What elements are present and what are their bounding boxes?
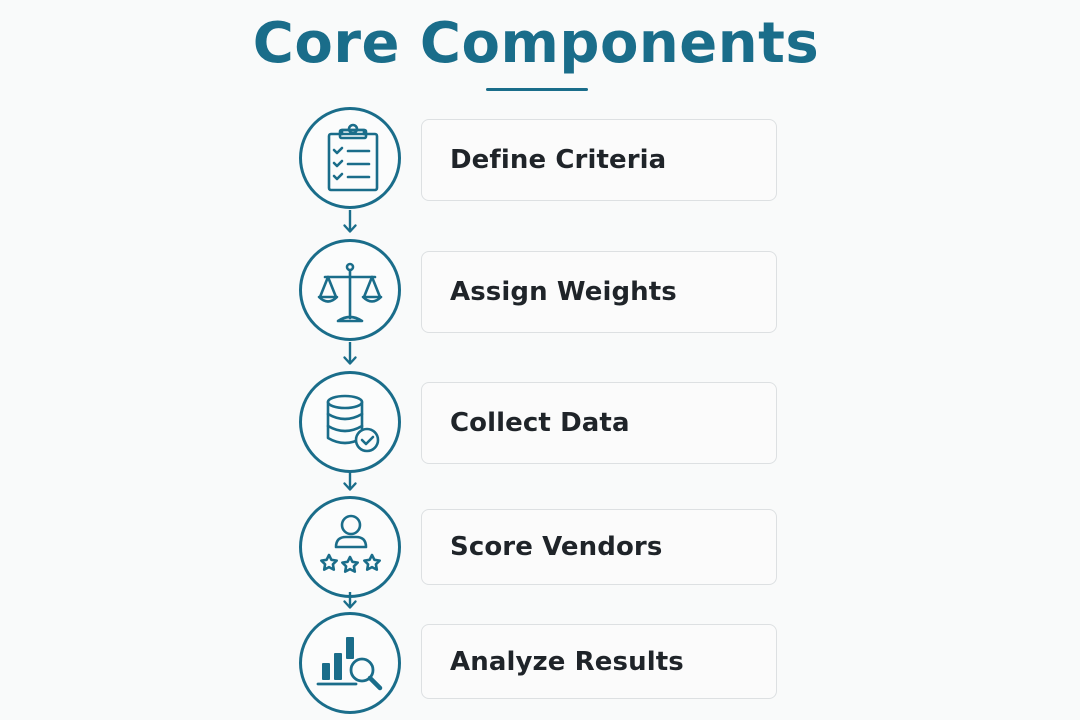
arrow-down-icon — [343, 342, 357, 365]
step-4-label: Score Vendors — [450, 532, 663, 562]
person-stars-icon — [320, 514, 381, 573]
step-3-card: Collect Data — [421, 382, 777, 464]
title-underline — [486, 88, 588, 91]
balance-scale-icon — [317, 262, 383, 323]
step-5-card: Analyze Results — [421, 624, 777, 699]
step-1-label: Define Criteria — [450, 145, 667, 175]
arrow-down-icon — [343, 470, 357, 491]
step-4-icon-circle — [299, 496, 401, 598]
step-2-label: Assign Weights — [450, 277, 677, 307]
step-2-icon-circle — [299, 239, 401, 341]
arrow-down-icon — [343, 592, 357, 609]
clipboard-checklist-icon — [327, 123, 379, 192]
step-3-icon-circle — [299, 371, 401, 473]
step-1-icon-circle — [299, 107, 401, 209]
step-1-card: Define Criteria — [421, 119, 777, 201]
arrow-down-icon — [343, 210, 357, 233]
step-3-label: Collect Data — [450, 408, 630, 438]
step-5-icon-circle — [299, 612, 401, 714]
database-check-icon — [326, 394, 380, 453]
page-title: Core Components — [252, 11, 820, 76]
step-4-card: Score Vendors — [421, 509, 777, 585]
bar-chart-magnifier-icon — [316, 637, 383, 691]
step-2-card: Assign Weights — [421, 251, 777, 333]
step-5-label: Analyze Results — [450, 646, 684, 677]
